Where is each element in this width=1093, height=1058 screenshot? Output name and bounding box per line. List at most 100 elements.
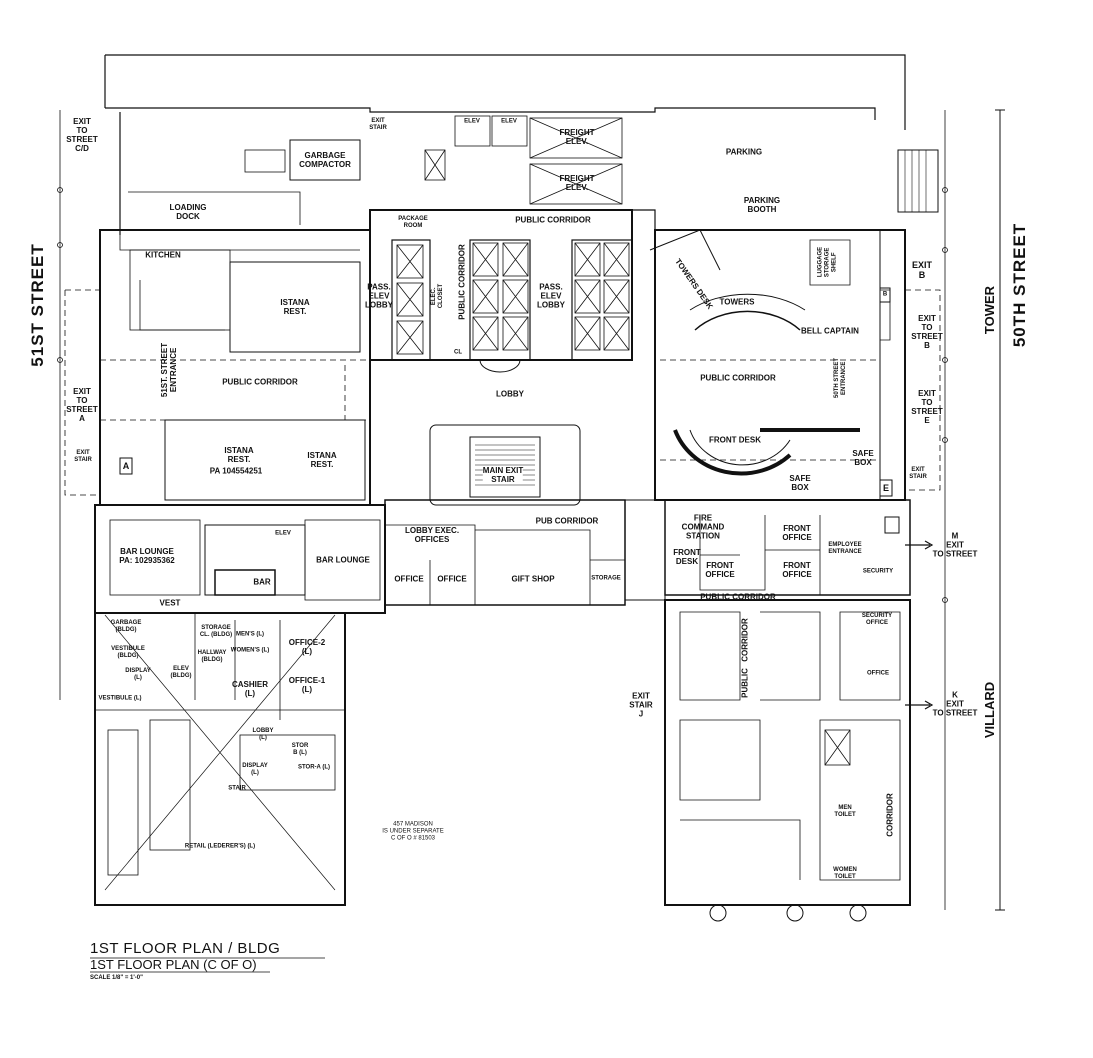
lobby-label: LOBBY	[496, 389, 524, 399]
cl-label: CL	[454, 349, 462, 356]
exit-west-stair-label: EXIT STAIR	[74, 450, 92, 463]
lobby-l-label: LOBBY (L)	[252, 728, 274, 741]
elec-closet-label: ELEC. CLOSET	[431, 283, 444, 309]
north-wall	[105, 107, 876, 120]
exit-cd-label: EXIT TO STREET C/D	[66, 117, 98, 153]
exit-a-label: EXIT TO STREET A	[66, 387, 98, 423]
security-label: SECURITY	[862, 568, 894, 575]
public-v-label: PUBLIC	[740, 668, 750, 698]
garbage-compactor	[289, 139, 361, 181]
parking-booth-label: PARKING BOOTH	[743, 196, 781, 214]
elev-small-label: ELEV	[275, 530, 291, 537]
security-office-label: SECURITY OFFICE	[861, 613, 893, 626]
public-corridor-east-label: PUBLIC CORRIDOR	[700, 373, 776, 383]
mens-l-label: MEN'S (L)	[235, 631, 265, 638]
exit-k-label: K EXIT TO STREET	[932, 690, 978, 718]
elev-label-1: ELEV	[464, 118, 480, 125]
scale-label: SCALE 1/8" = 1'-0"	[90, 975, 143, 981]
core-block	[369, 209, 633, 361]
retail-block	[94, 612, 346, 906]
cashier-label: CASHIER (L)	[231, 680, 269, 698]
stair-l-label: STAIR	[228, 785, 246, 792]
street-label-51st: 51ST STREET	[28, 243, 47, 367]
elev-label-2: ELEV	[501, 118, 517, 125]
office-2-l-label: OFFICE-2 (L)	[288, 638, 326, 656]
front-office-1-label: FRONT OFFICE	[705, 561, 735, 579]
exit-east-stair-label: EXIT STAIR	[909, 467, 927, 480]
freight-elev-1-label: FREIGHT ELEV.	[559, 128, 595, 146]
employee-entrance-label: EMPLOYEE ENTRANCE	[828, 542, 862, 555]
exit-b-marker: B	[882, 291, 888, 298]
street-entrance-51-label: 51ST. STREET ENTRANCE	[160, 342, 178, 398]
exit-b-label: EXIT B	[911, 260, 933, 280]
lobby-stair-area	[429, 424, 581, 506]
garbage-compactor-label: GARBAGE COMPACTOR	[299, 151, 351, 169]
front-desk-arc	[673, 429, 792, 476]
retail-label: RETAIL (LEDERER'S) (L)	[184, 843, 256, 850]
istana-rest-left-label: ISTANA REST.	[224, 446, 254, 464]
istana-rest-right-label: ISTANA REST.	[307, 451, 337, 469]
vestibule-bldg-label: VESTIBULE (BLDG)	[111, 646, 145, 659]
office-east-label: OFFICE	[867, 670, 889, 677]
loading-dock-label: LOADING DOCK	[169, 203, 207, 221]
pass-elev-lobby-2-label: PASS. ELEV LOBBY	[537, 282, 565, 310]
women-toilet-label: WOMEN TOILET	[833, 867, 857, 880]
bar-lounge-left-label: BAR LOUNGE PA: 102935362	[119, 547, 175, 565]
service-block	[664, 599, 911, 906]
womens-l-label: WOMEN'S (L)	[230, 647, 270, 654]
parking-label: PARKING	[725, 147, 763, 157]
main-exit-stair-label: MAIN EXIT STAIR	[482, 466, 524, 484]
exit-north-stair-label: EXIT STAIR	[369, 118, 387, 131]
public-corridor-south-label: PUBLIC CORRIDOR	[700, 592, 776, 602]
hallway-label: HALLWAY (BLDG)	[197, 650, 227, 663]
luggage-storage-label: LUGGAGE STORAGE SHELF	[817, 246, 838, 278]
bar-label: BAR	[253, 577, 271, 587]
public-corridor-west-label: PUBLIC CORRIDOR	[222, 377, 298, 387]
pub-corridor-label: PUB CORRIDOR	[535, 516, 599, 526]
fire-command-label: FIRE COMMAND STATION	[681, 513, 725, 541]
street-label-50th: 50TH STREET	[1010, 222, 1029, 348]
package-room-label: PACKAGE ROOM	[398, 216, 428, 229]
garbage-bldg-label: GARBAGE (BLDG)	[110, 620, 142, 633]
freight-elev-2-label: FREIGHT ELEV.	[559, 174, 595, 192]
storage-label: STORAGE	[591, 575, 621, 582]
corridor-v-label: CORRIDOR	[740, 618, 750, 662]
kitchen-label: KITCHEN	[145, 250, 181, 260]
safe-box-1-label: SAFE BOX	[852, 449, 874, 467]
public-corridor-north-label: PUBLIC CORRIDOR	[515, 215, 591, 225]
front-office-2-label: FRONT OFFICE	[782, 524, 812, 542]
exit-a-marker: A	[122, 461, 130, 471]
front-desk-small-label: FRONT DESK	[673, 548, 701, 566]
elev-small-l-label: ELEV (BLDG)	[170, 666, 192, 679]
vest-label: VEST	[159, 598, 181, 608]
display-l-1-label: DISPLAY (L)	[125, 668, 151, 681]
title-line-2: 1ST FLOOR PLAN (C OF O)	[90, 957, 257, 972]
stor-b-label: STOR B (L)	[291, 743, 309, 756]
stor-a-label: STOR-A (L)	[298, 764, 330, 771]
street-entrance-50-label: 50TH STREET ENTRANCE	[834, 357, 847, 399]
title-line-1: 1ST FLOOR PLAN / BLDG	[90, 940, 281, 957]
safe-box-2-label: SAFE BOX	[789, 474, 811, 492]
separate-note-label: 457 MADISON IS UNDER SEPARATE C OF O # 8…	[382, 821, 444, 842]
office-1-label: OFFICE	[394, 574, 424, 584]
public-corridor-vertical-label: PUBLIC CORRIDOR	[457, 244, 467, 320]
istana-rest-top-label: ISTANA REST.	[280, 298, 310, 316]
front-office-block	[664, 499, 911, 596]
exit-b2-label: EXIT TO STREET B	[911, 314, 943, 350]
building-outline	[104, 54, 906, 130]
tower-label: TOWER	[982, 285, 997, 335]
office-2-label: OFFICE	[437, 574, 467, 584]
exit-e-label: EXIT TO STREET E	[911, 389, 943, 425]
bell-captain-label: BELL CAPTAIN	[801, 326, 859, 336]
office-1-l-label: OFFICE-1 (L)	[288, 676, 326, 694]
lobby-exec-offices-label: LOBBY EXEC. OFFICES	[404, 526, 460, 544]
exit-j-label: EXIT STAIR J	[629, 691, 653, 719]
vestibule-l-label: VESTIBULE (L)	[98, 695, 142, 702]
exit-e-marker: E	[882, 483, 890, 493]
men-toilet-label: MEN TOILET	[834, 805, 856, 818]
pass-elev-lobby-1-label: PASS. ELEV LOBBY	[365, 282, 393, 310]
front-office-3-label: FRONT OFFICE	[782, 561, 812, 579]
bar-lounge-right-label: BAR LOUNGE	[316, 555, 370, 565]
display-l-2-label: DISPLAY (L)	[242, 763, 268, 776]
